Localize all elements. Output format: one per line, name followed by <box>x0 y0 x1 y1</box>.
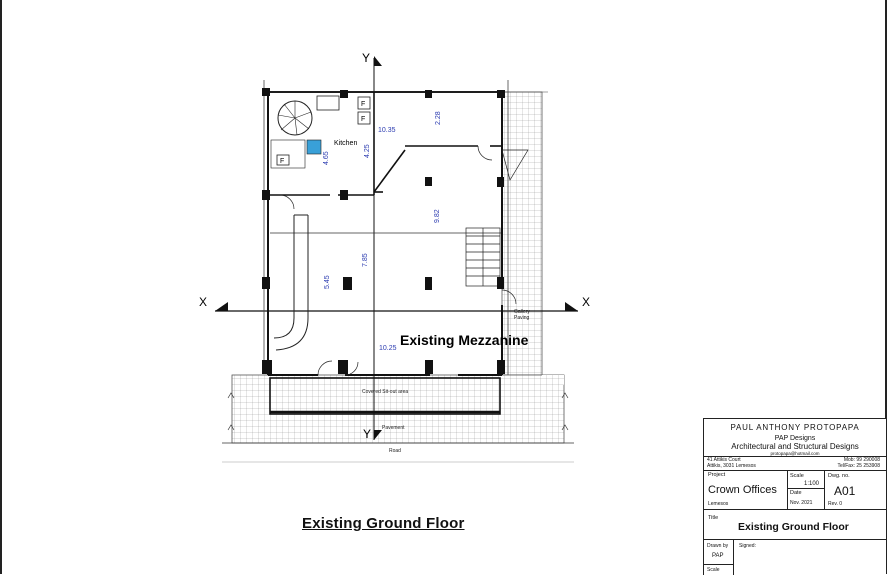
road-label: Road <box>389 448 401 454</box>
date-value: Nov. 2021 <box>790 500 813 506</box>
axis-label-x-right: X <box>582 295 590 309</box>
project-label: Project <box>708 472 726 478</box>
dimension-label: 5.45 <box>324 275 331 289</box>
door-tag: F <box>361 101 365 108</box>
drawn-by-label: Drawn by <box>707 543 729 549</box>
door-tag: F <box>361 116 365 123</box>
sheet-frame-right <box>885 0 887 574</box>
title-block: PAUL ANTHONY PROTOPAPA PAP Designs Archi… <box>703 418 886 575</box>
gallery-label: Gallery <box>514 309 530 315</box>
mobile-number: Mob: 99 290008 <box>843 457 880 463</box>
scale-label-2: Scale <box>707 567 720 573</box>
drawn-by: PAP <box>712 553 724 559</box>
covered-area-label: Covered Sit-out area <box>362 389 408 395</box>
drawing-number-label: Dwg. no. <box>828 473 850 479</box>
dimension-label: 9.82 <box>434 209 441 223</box>
sheet-frame-left <box>0 0 2 574</box>
dimension-label: 4.65 <box>323 151 330 165</box>
columns <box>262 88 505 374</box>
pavement-area <box>231 374 565 444</box>
project-location: Lemesos <box>708 501 729 507</box>
architect-name: PAUL ANTHONY PROTOPAPA <box>730 423 860 432</box>
tel-fax-number: Tel/Fax: 25 253908 <box>837 463 880 469</box>
project-name: Crown Offices <box>708 484 777 496</box>
dimension-label: 10.35 <box>378 127 396 134</box>
revision: Rev. 0 <box>828 501 843 507</box>
drawing-number: A01 <box>834 484 856 498</box>
kitchen-label: Kitchen <box>334 140 357 147</box>
date-label: Date <box>790 490 802 496</box>
signed-label: Signed: <box>739 543 756 549</box>
door-tag: F <box>280 158 284 165</box>
axis-label-x-left: X <box>199 295 207 309</box>
axis-label-y-top: Y <box>362 51 370 65</box>
scale-value: 1:100 <box>804 481 820 487</box>
dimension-label: 2.28 <box>435 111 442 125</box>
firm-name: PAP Designs <box>774 435 816 442</box>
dimension-label: 4.25 <box>364 144 371 158</box>
firm-subtitle: Architectural and Structural Designs <box>731 442 859 451</box>
mezzanine-label: Existing Mezzanine <box>400 332 529 348</box>
firm-email: protopapa@hotmail.com <box>770 451 820 456</box>
dimension-label: 7.85 <box>362 253 369 267</box>
scale-label: Scale <box>790 473 804 479</box>
axis-label-y-bottom: Y <box>363 427 371 441</box>
pavement-label: Pavement <box>382 425 405 431</box>
paving-label: Paving <box>514 315 530 321</box>
address-line-1: 41 Attikis Court <box>707 457 741 463</box>
drawing-caption: Existing Ground Floor <box>302 515 465 532</box>
staircase <box>465 227 501 287</box>
dimension-label: 10.25 <box>379 345 397 352</box>
counter <box>273 215 309 351</box>
title-label: Title <box>708 515 719 521</box>
sheet-title: Existing Ground Floor <box>738 521 849 533</box>
address-line-2: Attikis, 3031 Lemesos <box>707 463 756 469</box>
